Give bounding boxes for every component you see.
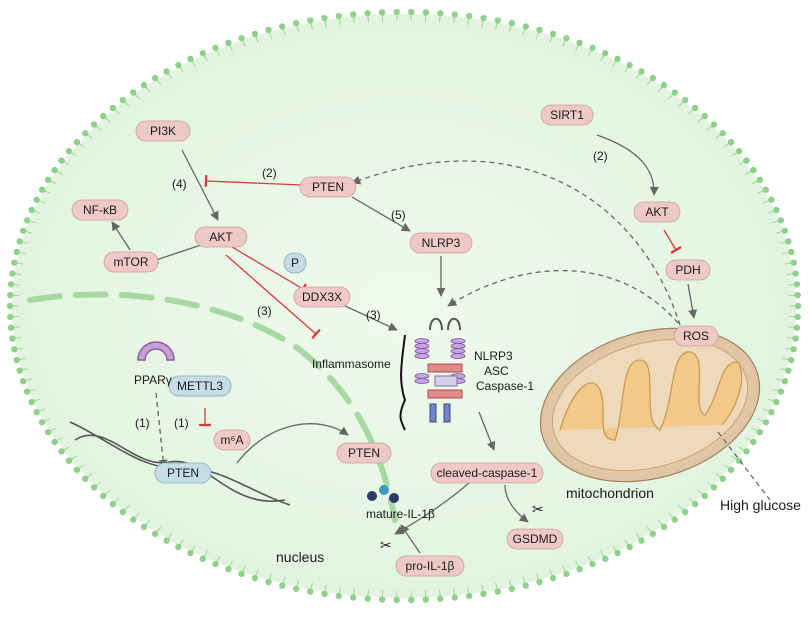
node-mettl3: METTL3: [169, 376, 231, 396]
step-label-1-mid: (1): [174, 416, 189, 430]
node-m6a: m⁶A: [214, 430, 250, 450]
node-mtor: mTOR: [104, 252, 158, 272]
node-mtor-label: mTOR: [113, 255, 148, 269]
node-nlrp3: NLRP3: [410, 233, 472, 253]
step-label-3-left: (3): [257, 304, 272, 318]
node-akt-right: AKT: [634, 202, 680, 222]
node-m6a-label: m⁶A: [221, 433, 244, 447]
node-nlrp3-label: NLRP3: [422, 236, 461, 250]
inflammasome-component-nlrp3: NLRP3: [474, 349, 513, 363]
inflammasome-label: Inflammasome: [312, 357, 391, 371]
step-label-1-left: (1): [135, 416, 150, 430]
node-nfkb-label: NF-κB: [83, 203, 117, 217]
inflammasome-component-caspase1: Caspase-1: [476, 379, 534, 393]
node-phosphate: P: [284, 253, 306, 273]
inflammasome-component-asc: ASC: [484, 364, 509, 378]
node-pten-out-label: PTEN: [348, 446, 380, 460]
node-gsdmd: GSDMD: [507, 529, 563, 549]
high-glucose-label: High glucose: [720, 497, 801, 513]
node-pten-out: PTEN: [337, 443, 391, 463]
node-mettl3-label: METTL3: [177, 379, 223, 393]
node-ddx3x: DDX3X: [294, 287, 350, 307]
node-pro-il1b: pro-IL-1β: [396, 556, 464, 576]
step-label-5: (5): [391, 208, 406, 222]
mitochondrion-label: mitochondrion: [566, 485, 654, 501]
step-label-4: (4): [172, 177, 187, 191]
node-akt-left: AKT: [195, 227, 247, 247]
node-pi3k: PI3K: [136, 121, 190, 141]
scissors-icon: ✂: [532, 501, 544, 517]
node-akt-left-label: AKT: [209, 230, 233, 244]
node-pten-nucleus-label: PTEN: [167, 466, 199, 480]
node-ros: ROS: [674, 326, 718, 346]
pparg-label: PPARγ: [134, 373, 172, 387]
node-akt-right-label: AKT: [645, 205, 669, 219]
node-ddx3x-label: DDX3X: [302, 290, 342, 304]
step-label-2-right: (2): [593, 149, 608, 163]
node-pten-nucleus: PTEN: [155, 463, 211, 483]
node-nfkb: NF-κB: [72, 200, 128, 220]
node-sirt1: SIRT1: [541, 105, 593, 125]
node-pten-top: PTEN: [300, 177, 356, 197]
nucleus-label: nucleus: [276, 549, 324, 565]
node-pro-il1b-label: pro-IL-1β: [406, 559, 455, 573]
node-cleaved-caspase-1-label: cleaved-caspase-1: [437, 466, 538, 480]
node-sirt1-label: SIRT1: [550, 108, 584, 122]
node-pdh: PDH: [666, 260, 710, 280]
step-label-3-mid: (3): [366, 308, 381, 322]
node-cleaved-caspase-1: cleaved-caspase-1: [431, 463, 543, 483]
node-pten-top-label: PTEN: [312, 180, 344, 194]
node-gsdmd-label: GSDMD: [513, 532, 558, 546]
step-label-2-left: (2): [262, 166, 277, 180]
node-phosphate-label: P: [291, 256, 299, 270]
node-pdh-label: PDH: [675, 263, 700, 277]
node-pi3k-label: PI3K: [150, 124, 176, 138]
scissors-icon: ✂: [380, 537, 392, 553]
mature-il1b-label: mature-IL-1β: [366, 507, 435, 521]
node-ros-label: ROS: [683, 329, 709, 343]
